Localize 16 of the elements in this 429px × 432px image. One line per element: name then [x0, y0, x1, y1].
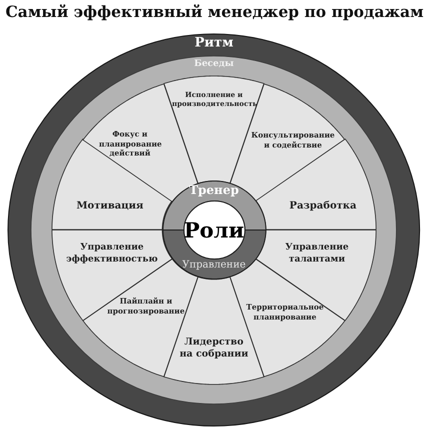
- segment-label: Разработка: [289, 199, 357, 212]
- wheel-segment: [52, 139, 172, 230]
- outer-ring: [8, 34, 420, 426]
- diagram-title: Самый эффективный менеджер по продажам: [5, 3, 424, 22]
- segment-label: Управление талантами: [284, 242, 350, 266]
- segment-label: Управление эффективностью: [65, 242, 159, 266]
- middle-ring: [31, 56, 397, 404]
- center-label: Роли: [184, 216, 244, 244]
- ring-label: Ритм: [194, 36, 234, 52]
- wheel-segment: [256, 139, 376, 230]
- segment-label: Мотивация: [76, 199, 144, 212]
- ring-label: Тренер: [189, 183, 239, 199]
- center-circle: [184, 201, 244, 259]
- segment-label: Лидерство на собрании: [178, 336, 250, 362]
- ring-label: Беседы: [194, 59, 234, 71]
- ring-label: Управление: [182, 258, 246, 272]
